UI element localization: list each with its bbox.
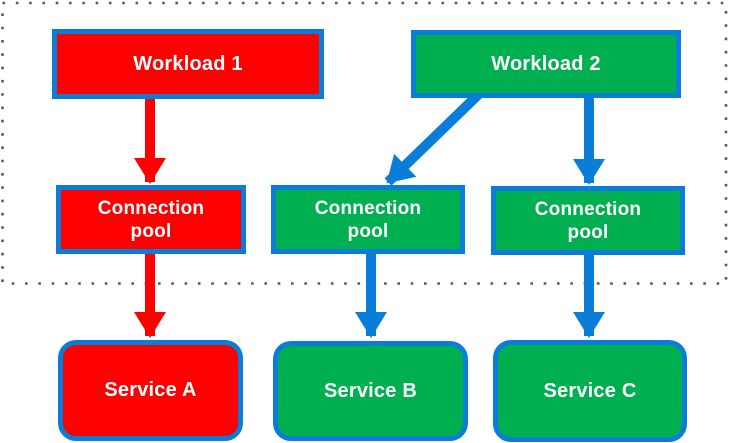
- node-service-a-label: Service A: [104, 379, 197, 401]
- node-service-a: Service A: [58, 340, 243, 441]
- node-service-c: Service C: [493, 340, 687, 442]
- node-connection-pool-a-label-line2: pool: [130, 220, 172, 242]
- node-connection-pool-c-label-line1: Connection: [534, 198, 642, 220]
- node-service-c-label: Service C: [543, 379, 637, 402]
- node-connection-pool-a: Connection pool: [56, 185, 246, 254]
- node-workload-1-label: Workload 1: [133, 52, 243, 75]
- node-service-b: Service B: [273, 341, 468, 441]
- node-connection-pool-c-label-line2: pool: [567, 221, 609, 243]
- node-connection-pool-b-label-line2: pool: [347, 220, 389, 242]
- node-workload-2-label: Workload 2: [491, 52, 601, 75]
- node-connection-pool-b: Connection pool: [271, 185, 465, 254]
- node-workload-1: Workload 1: [52, 29, 324, 99]
- node-service-b-label: Service B: [324, 379, 417, 402]
- node-connection-pool-c: Connection pool: [491, 186, 685, 255]
- node-workload-2: Workload 2: [411, 30, 681, 98]
- node-connection-pool-b-label-line1: Connection: [314, 197, 422, 219]
- node-connection-pool-a-label-line1: Connection: [97, 197, 205, 219]
- edge-workload2-to-pool-b: [384, 88, 485, 186]
